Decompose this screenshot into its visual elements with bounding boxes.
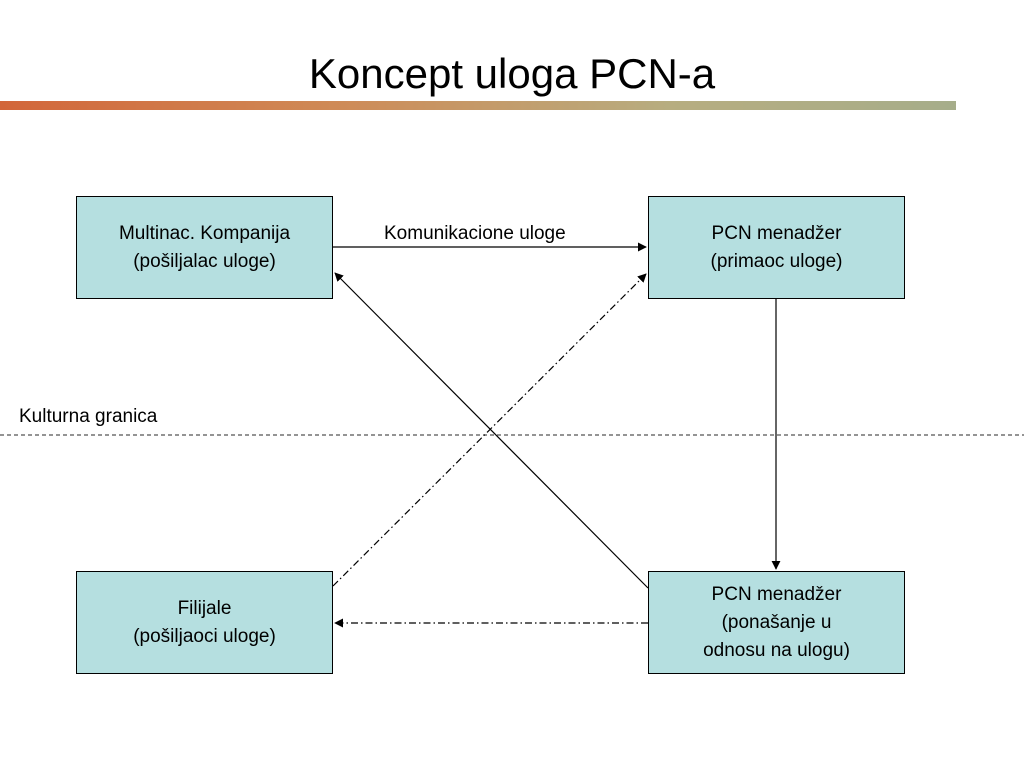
box-pcn-manager-behavior: PCN menadžer (ponašanje u odnosu na ulog…: [648, 571, 905, 674]
box-line: PCN menadžer: [711, 222, 842, 244]
box-line: Filijale: [177, 597, 232, 619]
box-multinational-company: Multinac. Kompanija (pošiljalac uloge): [76, 196, 333, 299]
box-line: Multinac. Kompanija: [118, 222, 291, 244]
communication-label: Komunikacione uloge: [384, 223, 566, 244]
box-pcn-manager-receiver: PCN menadžer (primaoc uloge): [648, 196, 905, 299]
behavior-to-mnc-arrow: [334, 272, 649, 589]
box-line: (ponašanje u: [721, 611, 832, 633]
slide-title: Koncept uloga PCN-a: [308, 50, 716, 97]
cultural-border-label: Kulturna granica: [19, 406, 158, 427]
box-line: odnosu na ulogu): [703, 639, 850, 661]
box-line: (pošiljaoci uloge): [133, 625, 276, 647]
branches-to-receiver-arrow: [332, 273, 647, 587]
box-branches: Filijale (pošiljaoci uloge): [76, 571, 333, 674]
title-underline: [0, 101, 956, 110]
box-line: (primaoc uloge): [710, 250, 843, 272]
box-line: PCN menadžer: [711, 583, 842, 605]
box-line: (pošiljalac uloge): [133, 250, 276, 272]
